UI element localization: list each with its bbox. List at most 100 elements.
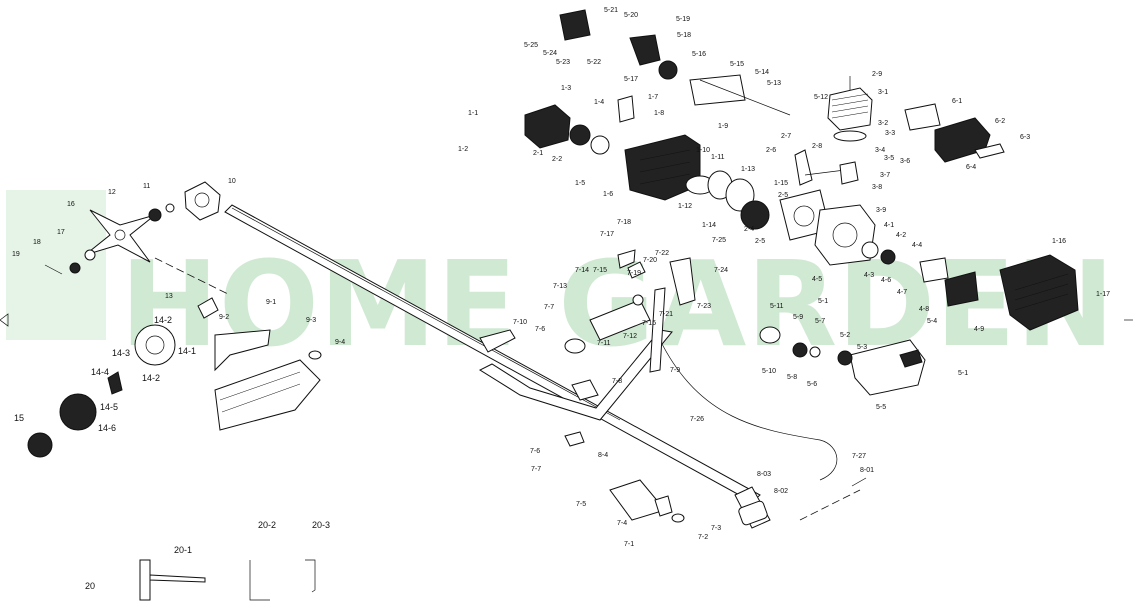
recoil-cover-1-3: [524, 104, 571, 149]
main-shaft-group: [224, 204, 867, 529]
part-label-t3-8: 3-8: [872, 184, 882, 191]
part-label-t5-21: 5-21: [604, 7, 618, 14]
part-label-t7-18: 7-18: [617, 219, 631, 226]
part-label-t9-4: 9-4: [335, 339, 345, 346]
part-label-t9-3: 9-3: [306, 317, 316, 324]
part-label-t7-7: 7-7: [544, 304, 554, 311]
crankcase-bore: [832, 222, 858, 248]
part-label-t4-7: 4-7: [897, 289, 907, 296]
switch-7-20: [632, 294, 644, 306]
part-label-t7-23: 7-23: [697, 303, 711, 310]
part-label-t13: 13: [165, 293, 173, 300]
part-label-t8-4: 8-4: [598, 452, 608, 459]
seal-4-2: [861, 241, 879, 259]
part-label-t15: 15: [14, 413, 24, 423]
starter-handle-1-7: [617, 95, 635, 123]
part-label-t5-20: 5-20: [624, 12, 638, 19]
part-label-t8-01: 8-01: [860, 467, 874, 474]
part-label-t5-1: 5-1: [818, 298, 828, 305]
handle-bracket-7-8: [571, 379, 599, 401]
part-label-t5-1b: 5-1: [958, 370, 968, 377]
fuel-tank-cap: [899, 349, 923, 368]
part-label-t5-10: 5-10: [762, 368, 776, 375]
lever-7-19: [627, 261, 646, 279]
gasket-3-2: [833, 130, 867, 142]
part-label-t7-6: 7-6: [535, 326, 545, 333]
part-label-t1-17: 1-17: [1096, 291, 1110, 298]
part-label-t7-22: 7-22: [655, 250, 669, 257]
part-label-t11: 11: [143, 183, 150, 190]
part-label-t5-15: 5-15: [730, 61, 744, 68]
part-label-t20-1: 20-1: [174, 545, 192, 555]
part-label-t7-26: 7-26: [690, 416, 704, 423]
part-label-t12: 12: [108, 189, 116, 196]
guard-ribs: [219, 371, 301, 413]
part-label-t5-5: 5-5: [876, 404, 886, 411]
lever-7-17: [617, 249, 636, 269]
part-label-t7-5: 7-5: [576, 501, 586, 508]
part-label-t14-5: 14-5: [100, 402, 118, 412]
part-label-t2-1: 2-1: [533, 150, 543, 157]
part-label-t7-8: 7-8: [612, 378, 622, 385]
part-label-t3-7: 3-7: [880, 172, 890, 179]
cable-dashed-line: [799, 489, 861, 521]
head-15: [27, 432, 53, 458]
part-label-t7-27: 7-27: [852, 453, 866, 460]
blade-16: [84, 209, 156, 263]
tube-clamp-8-02: [738, 500, 768, 526]
guard-9-1: [214, 329, 271, 372]
part-label-t1-6: 1-6: [603, 191, 613, 198]
spool-14-5: [59, 393, 97, 431]
part-label-t5-16: 5-16: [692, 51, 706, 58]
engine-group: [524, 9, 1079, 396]
rod-5-14: [689, 74, 746, 106]
part-label-t5-11: 5-11: [770, 303, 784, 310]
part-label-t14-3: 14-3: [112, 348, 130, 358]
fuel-cap-5-11: [759, 326, 781, 344]
part-label-t1-1: 1-1: [468, 110, 478, 117]
trimmer-cover-center: [145, 335, 165, 355]
hex-key-20-3: [305, 559, 316, 593]
pulley-2-1: [569, 124, 591, 146]
part-label-t7-6b: 7-6: [530, 448, 540, 455]
part-label-t2-6: 2-6: [766, 147, 776, 154]
part-label-t8-03: 8-03: [757, 471, 771, 478]
part-label-t5-19: 5-19: [676, 16, 690, 23]
part-label-t4-2: 4-2: [896, 232, 906, 239]
spool-5-16: [658, 60, 678, 80]
grommet-5-6: [837, 350, 853, 366]
washer-5-7: [809, 346, 821, 358]
crankcase-4-1: [814, 204, 876, 266]
part-label-t1-8: 1-8: [654, 110, 664, 117]
part-label-t5-24: 5-24: [543, 50, 557, 57]
part-label-t7-15: 7-15: [593, 267, 607, 274]
part-label-t9-2: 9-2: [219, 314, 229, 321]
box-wrench-20-1: [139, 559, 151, 601]
cable-end-8-01: [851, 477, 867, 487]
linkage-5-12: [699, 79, 791, 116]
part-label-t10: 10: [228, 178, 236, 185]
cutting-head-group: [27, 181, 322, 458]
part-label-t6-1: 6-1: [952, 98, 962, 105]
part-label-t4-5: 4-5: [812, 276, 822, 283]
part-label-t7-2: 7-2: [698, 534, 708, 541]
part-label-t7-14: 7-14: [575, 267, 589, 274]
part-label-t1-9: 1-9: [718, 123, 728, 130]
part-label-t20-3: 20-3: [312, 520, 330, 530]
part-label-t7-13: 7-13: [553, 283, 567, 290]
clamp-7-4: [654, 495, 673, 517]
part-label-t5-22: 5-22: [587, 59, 601, 66]
throttle-housing-7-23: [669, 257, 696, 306]
part-label-t5-6: 5-6: [807, 381, 817, 388]
part-label-t3-4: 3-4: [875, 147, 885, 154]
part-label-t1-12: 1-12: [678, 203, 692, 210]
guard-9-3: [214, 359, 321, 431]
tools-group: [139, 559, 316, 601]
part-label-t5-7: 5-7: [815, 318, 825, 325]
handle-grip-7-10: [479, 329, 516, 353]
part-label-t2-9: 2-9: [872, 71, 882, 78]
throttle-cable-7-26: [659, 339, 838, 481]
part-label-t7-21: 7-21: [659, 311, 673, 318]
